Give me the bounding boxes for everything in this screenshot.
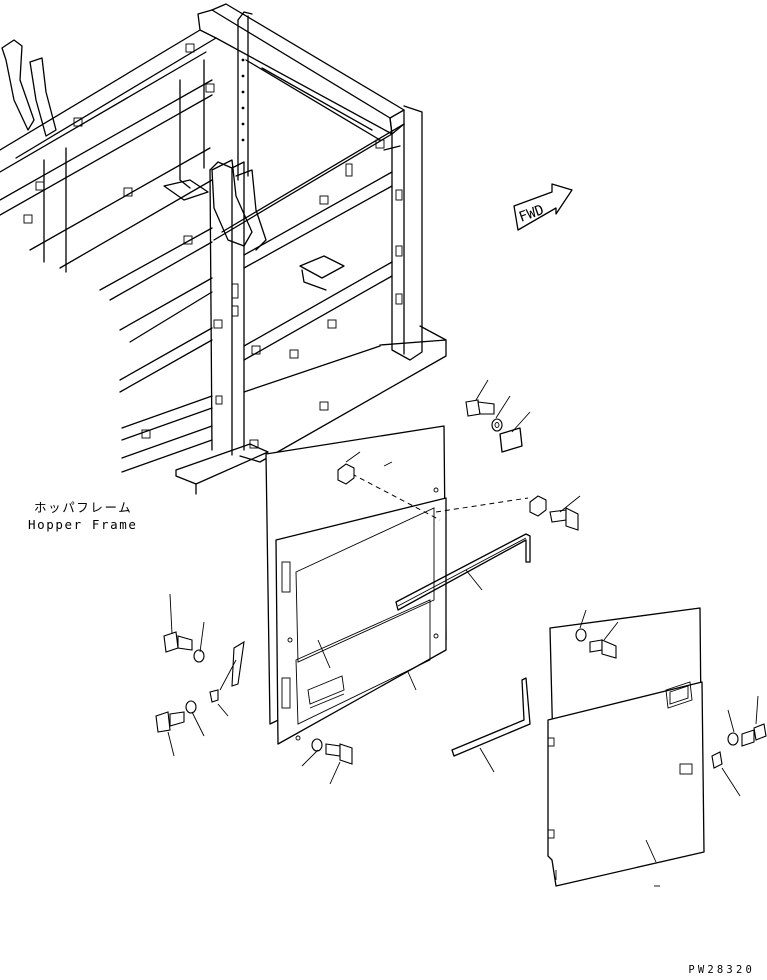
- fwd-arrow-icon: FWD: [513, 183, 573, 231]
- bolt-icon: [325, 743, 353, 765]
- hopper-frame-label-jp: ホッパフレーム: [34, 500, 133, 515]
- washer-icon: [193, 649, 205, 663]
- drawing-number: PW28320: [688, 964, 755, 976]
- inner-panel: [265, 425, 447, 745]
- bracket-icon: [209, 689, 219, 703]
- bolt-icon: [163, 631, 193, 653]
- nut-icon: [337, 463, 355, 485]
- leader-lines: [167, 379, 759, 887]
- washer-icon: [727, 732, 739, 746]
- side-cover: [547, 607, 705, 887]
- bolt-icon: [589, 639, 617, 659]
- rivet-dots: [241, 58, 245, 142]
- washer-icon: [491, 418, 503, 432]
- rod-upper: [395, 533, 531, 611]
- rod-lower: [451, 677, 531, 757]
- bracket-icon: [231, 640, 245, 687]
- washer-icon: [575, 628, 587, 642]
- hopper-frame-label-en: Hopper Frame: [28, 517, 138, 532]
- hopper-frame: [0, 3, 447, 495]
- nut-icon: [529, 495, 547, 517]
- bracket-icon: [711, 751, 723, 769]
- bolt-icon: [549, 507, 579, 531]
- bolt-icon: [741, 723, 767, 747]
- washer-icon: [185, 700, 197, 714]
- bolt-icon: [155, 711, 185, 733]
- washer-icon: [311, 738, 323, 752]
- bracket-plate: [499, 427, 523, 453]
- bolt-icon: [465, 399, 495, 417]
- fwd-label: FWD: [517, 202, 546, 226]
